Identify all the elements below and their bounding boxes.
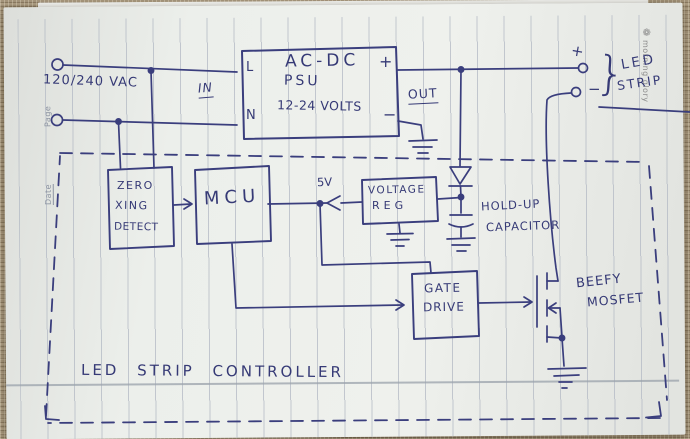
page-margin-label: Page bbox=[43, 105, 53, 128]
holdup-cap-label-line2: CAPACITOR bbox=[485, 217, 561, 235]
zero-cross-label-line3: DETECT bbox=[113, 220, 159, 234]
ac-source-label: 120/240 VAC bbox=[42, 72, 139, 91]
five-volt-label: 5V bbox=[316, 174, 333, 190]
date-margin-label: Date bbox=[43, 183, 54, 206]
psu-n-pin-label: N bbox=[246, 108, 256, 123]
zero-cross-label-line2: XING bbox=[114, 198, 149, 213]
psu-plus-label: + bbox=[379, 52, 393, 71]
psu-rating-label: 12-24 VOLTS bbox=[276, 97, 362, 114]
psu-l-pin-label: L bbox=[246, 60, 254, 75]
led-plus-label: + bbox=[569, 41, 586, 61]
vreg-label-line2: REG bbox=[372, 199, 408, 212]
psu-minus-label: − bbox=[383, 105, 397, 124]
gate-drive-label-line1: GATE bbox=[423, 280, 462, 296]
paper-brand-name: morning glory bbox=[641, 39, 650, 103]
diagram-title: LED STRIP CONTROLLER bbox=[80, 360, 345, 382]
holdup-cap-label-line1: HOLD-UP bbox=[480, 196, 541, 214]
psu-name-line2: PSU bbox=[283, 72, 321, 90]
out-label: OUT bbox=[408, 85, 439, 105]
morning-glory-logo-icon: ❁ bbox=[640, 28, 651, 37]
zero-cross-label-line1: ZERO bbox=[117, 179, 154, 192]
vreg-label-line1: VOLTAGE bbox=[367, 183, 426, 197]
in-label: IN bbox=[197, 79, 214, 99]
led-minus-label: − bbox=[588, 80, 601, 98]
psu-name-line1: AC-DC bbox=[284, 50, 360, 72]
gate-drive-label-line2: DRIVE bbox=[422, 299, 466, 315]
mcu-label: MCU bbox=[203, 185, 261, 210]
